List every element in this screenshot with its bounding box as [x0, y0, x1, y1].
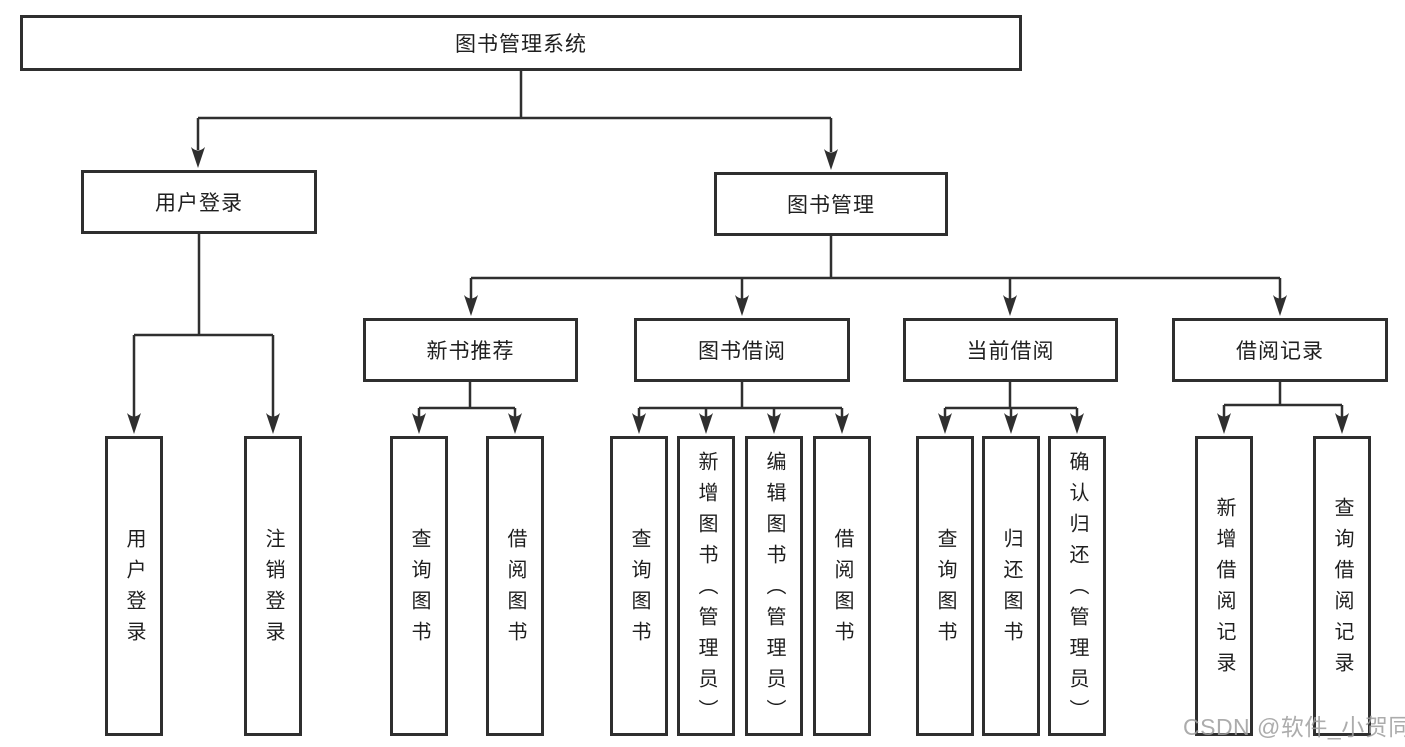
watermark-text: CSDN @软件_小贺同学 [1183, 714, 1405, 740]
node-label: 借阅记录 [1236, 340, 1324, 363]
node-borrowing-records: 借阅记录 [1172, 318, 1388, 382]
node-new-book-recommend: 新书推荐 [363, 318, 578, 382]
leaf-borrow-books-recommend: 借阅图书 [486, 436, 544, 736]
leaf-confirm-return-admin: 确认归还（管理员） [1048, 436, 1106, 736]
node-label: 图书管理 [787, 194, 875, 217]
leaf-borrow-books: 借阅图书 [813, 436, 871, 736]
leaf-query-books-borrow: 查询图书 [610, 436, 668, 736]
leaf-label: 借阅图书 [504, 528, 526, 652]
leaf-label: 新增借阅记录 [1213, 497, 1235, 683]
node-label: 图书借阅 [698, 340, 786, 363]
leaf-label: 新增图书（管理员） [695, 450, 717, 730]
leaf-label: 借阅图书 [831, 528, 853, 652]
leaf-add-borrow-record: 新增借阅记录 [1195, 436, 1253, 736]
leaf-query-borrow-record: 查询借阅记录 [1313, 436, 1371, 736]
leaf-label: 注销登录 [262, 528, 284, 652]
node-label: 新书推荐 [426, 340, 515, 363]
leaf-logout: 注销登录 [244, 436, 302, 736]
leaf-label: 查询图书 [934, 528, 956, 652]
leaf-query-books-recommend: 查询图书 [390, 436, 448, 736]
leaf-query-books-current: 查询图书 [916, 436, 974, 736]
node-book-management: 图书管理 [714, 172, 948, 236]
node-label: 当前借阅 [966, 340, 1055, 363]
node-user-login: 用户登录 [81, 170, 317, 234]
leaf-label: 查询借阅记录 [1331, 497, 1353, 683]
node-current-borrowing: 当前借阅 [903, 318, 1118, 382]
leaf-user-login: 用户登录 [105, 436, 163, 736]
leaf-label: 归还图书 [1000, 528, 1022, 652]
leaf-label: 用户登录 [123, 528, 145, 652]
node-label: 用户登录 [155, 192, 243, 215]
leaf-label: 确认归还（管理员） [1066, 450, 1088, 730]
leaf-label: 查询图书 [408, 528, 430, 652]
node-book-borrowing: 图书借阅 [634, 318, 850, 382]
leaf-label: 查询图书 [628, 528, 650, 652]
leaf-label: 编辑图书（管理员） [763, 450, 785, 730]
node-library-management-system: 图书管理系统 [20, 15, 1022, 71]
leaf-add-book-admin: 新增图书（管理员） [677, 436, 735, 736]
leaf-return-books: 归还图书 [982, 436, 1040, 736]
node-label: 图书管理系统 [455, 33, 587, 56]
leaf-edit-book-admin: 编辑图书（管理员） [745, 436, 803, 736]
